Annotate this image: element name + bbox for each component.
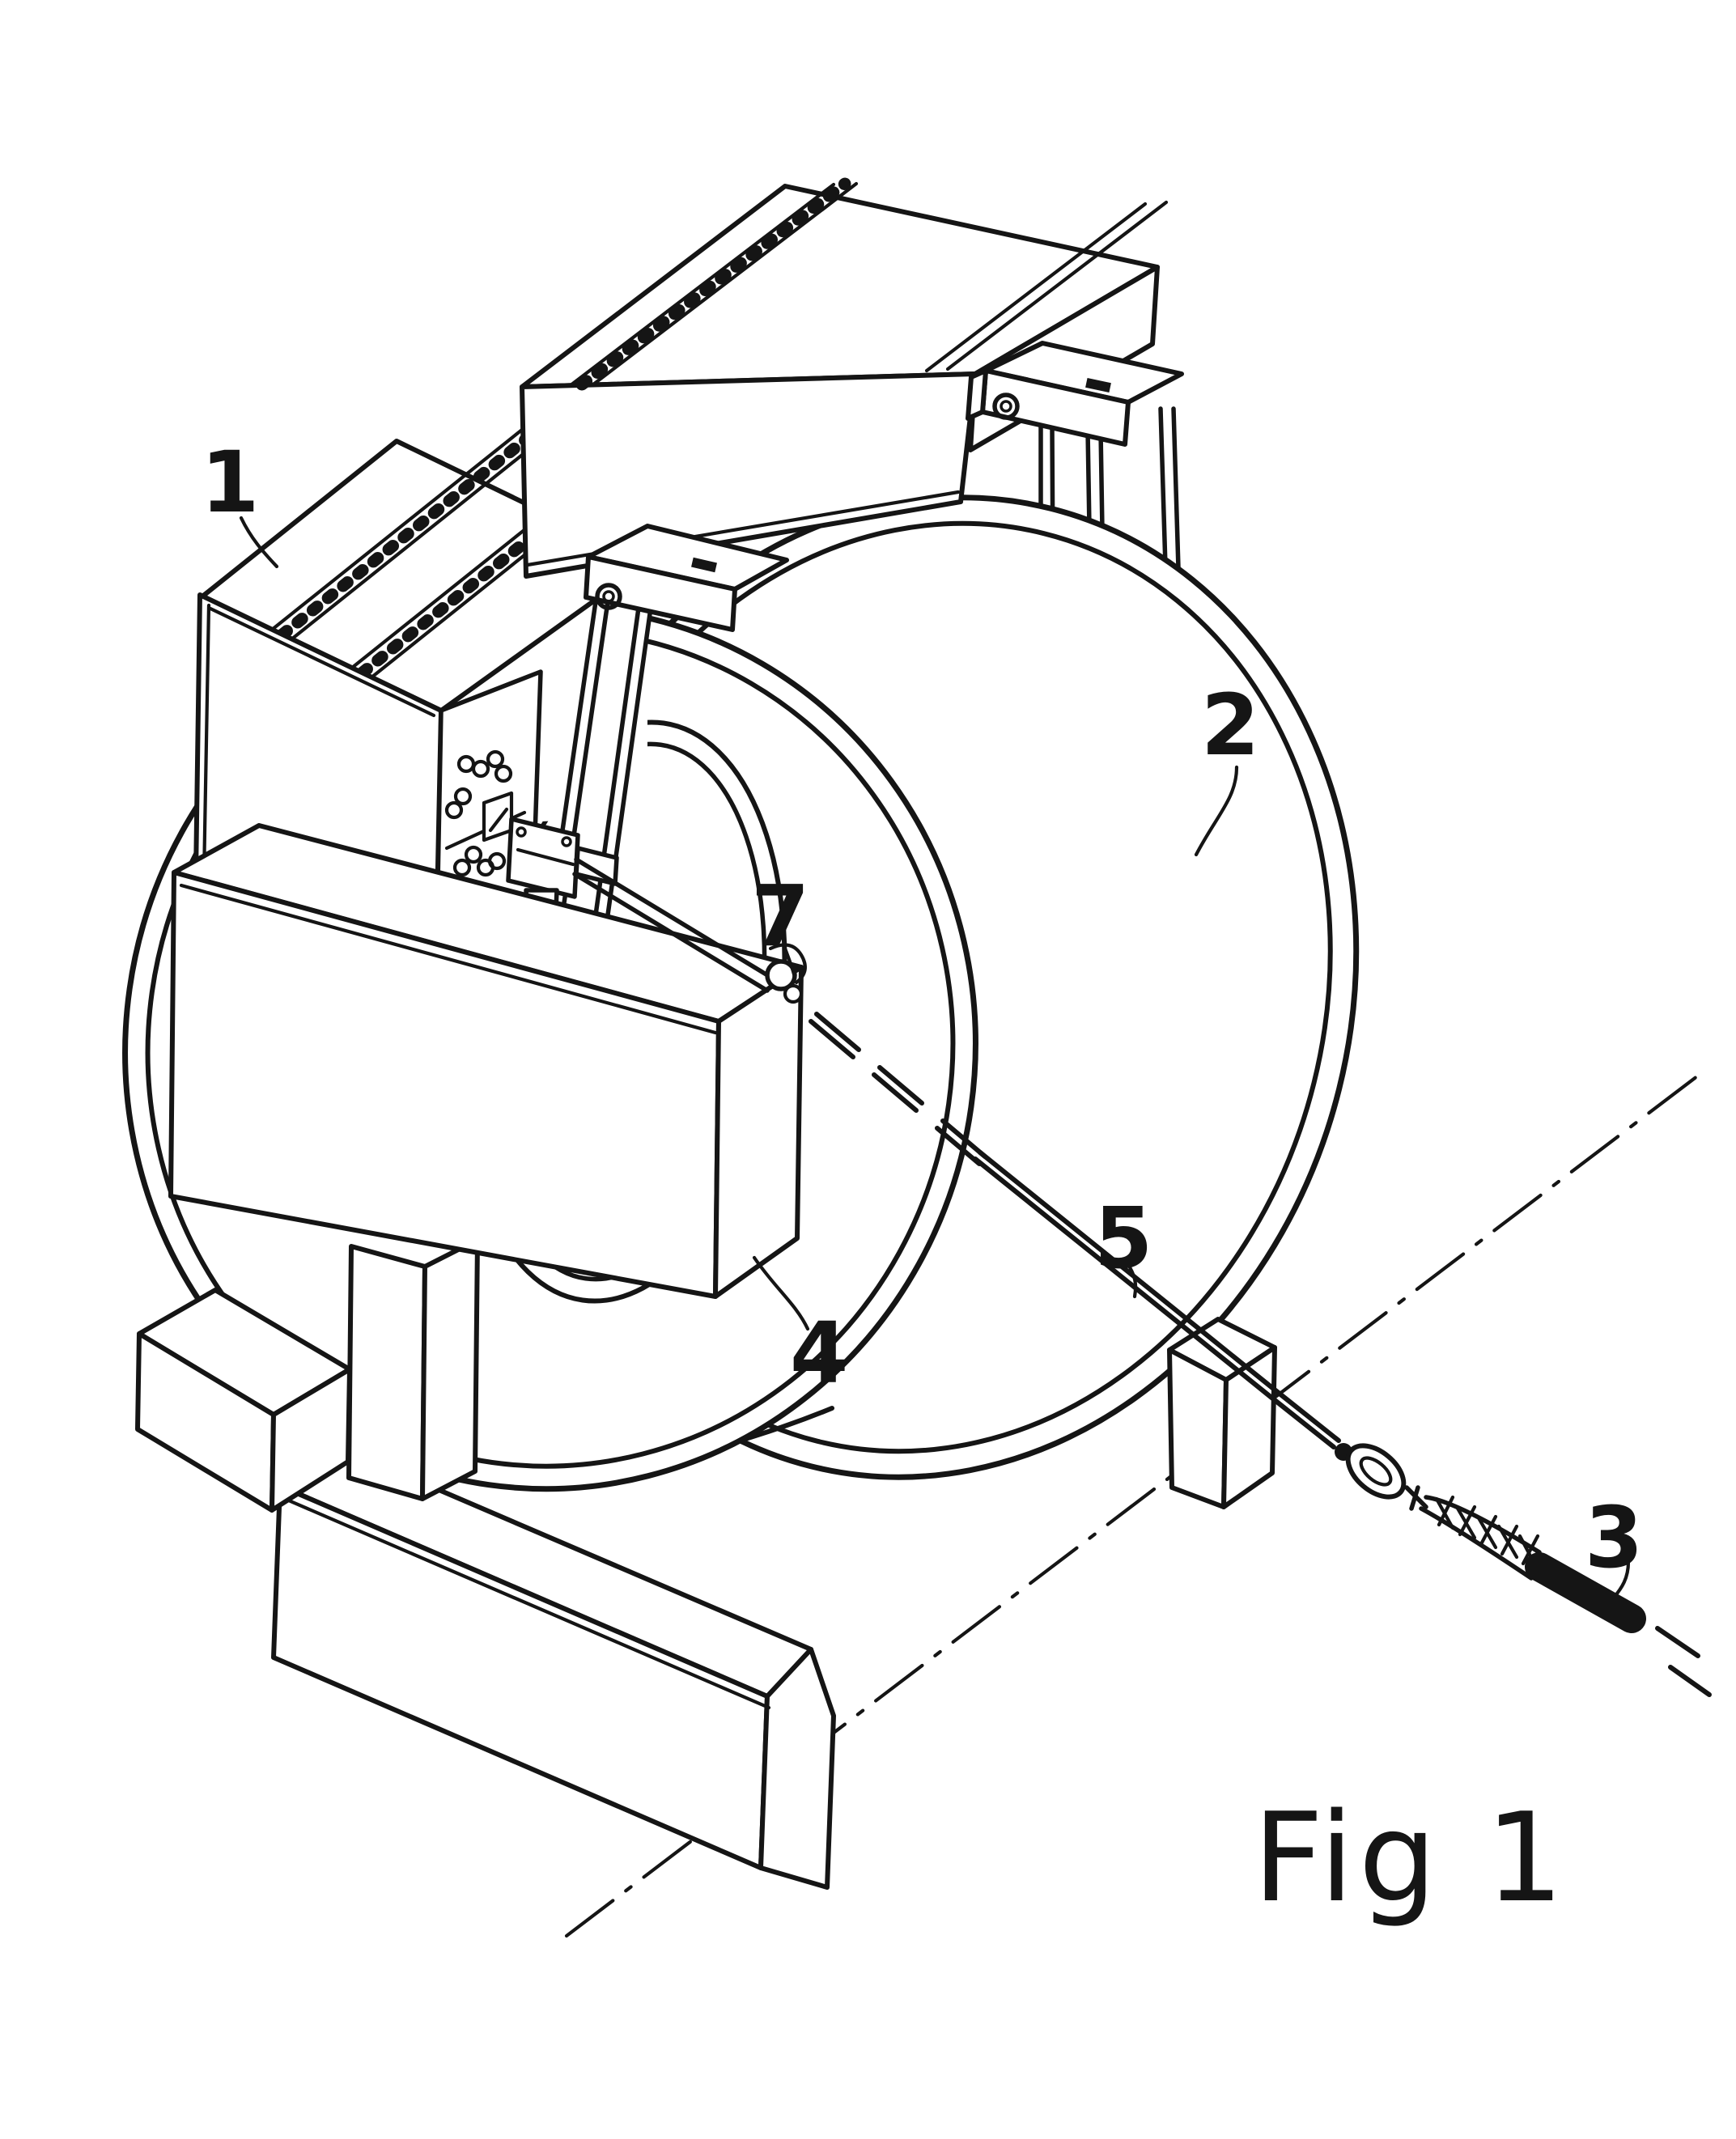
leader-line-2 <box>1194 765 1239 857</box>
cable-guide-eyelet <box>765 943 807 1004</box>
ref-label-1: 1 <box>201 433 259 532</box>
bracket-slot <box>691 557 717 573</box>
machine-foot <box>135 1237 480 1513</box>
bracket-slot <box>1085 378 1111 393</box>
cable <box>973 1150 1341 1449</box>
leader-line-5 <box>1127 1265 1138 1299</box>
guide-arm <box>572 857 771 993</box>
grip-tail <box>1525 1552 1646 1633</box>
cable-swivel <box>1335 1443 1428 1511</box>
floor-beam-front <box>271 1438 836 1890</box>
leader-line-1 <box>239 516 279 569</box>
leader-line-4 <box>752 1255 810 1331</box>
bracket-left <box>584 524 789 632</box>
cable-dashed-section <box>809 1012 987 1166</box>
machine-base <box>168 823 804 1299</box>
cable-continuation-dashes <box>1655 1626 1712 1697</box>
control-cabinet <box>193 177 1184 1095</box>
cable-assembly <box>572 857 1712 1697</box>
ref-label-2: 2 <box>1201 676 1259 775</box>
leader-line-3 <box>1611 1560 1631 1600</box>
cable-pulling-grip <box>1419 1495 1646 1633</box>
reference-labels: 1 2 3 4 5 7 <box>201 433 1643 1600</box>
figure-caption: Fig 1 <box>1253 1786 1568 1929</box>
leader-line-7 <box>783 946 797 980</box>
ref-label-7: 7 <box>751 867 809 966</box>
ref-label-4: 4 <box>790 1304 848 1403</box>
ref-label-3: 3 <box>1585 1488 1643 1587</box>
panel-meter <box>482 791 514 842</box>
bracket-right <box>966 341 1184 447</box>
ref-label-5: 5 <box>1094 1189 1152 1288</box>
beam-straps <box>568 177 1169 391</box>
grip-mesh <box>1434 1495 1540 1569</box>
